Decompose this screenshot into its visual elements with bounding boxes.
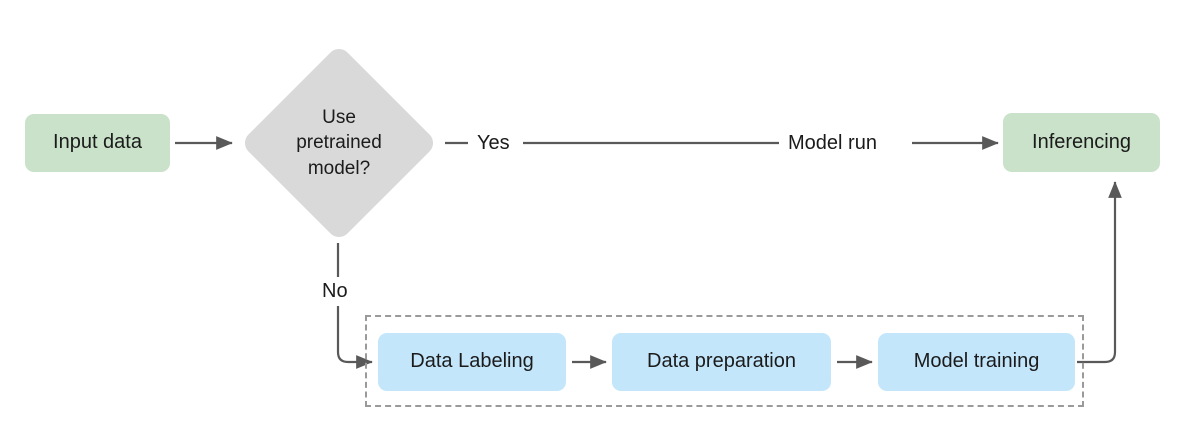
- node-inferencing[interactable]: Inferencing: [1003, 113, 1160, 172]
- edge-label-model-run: Model run: [782, 133, 883, 153]
- edge-label-no: No: [316, 281, 354, 301]
- node-data-labeling[interactable]: Data Labeling: [378, 333, 566, 391]
- node-data-preparation-label: Data preparation: [647, 350, 796, 373]
- edge-label-yes: Yes: [471, 133, 516, 153]
- node-decision-label: Use pretrained model?: [296, 106, 382, 179]
- node-inferencing-label: Inferencing: [1032, 130, 1131, 153]
- node-input-data[interactable]: Input data: [25, 114, 170, 172]
- node-input-data-label: Input data: [53, 131, 142, 154]
- node-model-training[interactable]: Model training: [878, 333, 1075, 391]
- node-model-training-label: Model training: [913, 350, 1040, 373]
- node-data-preparation[interactable]: Data preparation: [612, 333, 831, 391]
- node-data-labeling-label: Data Labeling: [410, 350, 534, 373]
- node-decision-use-pretrained-model[interactable]: Use pretrained model?: [240, 44, 438, 242]
